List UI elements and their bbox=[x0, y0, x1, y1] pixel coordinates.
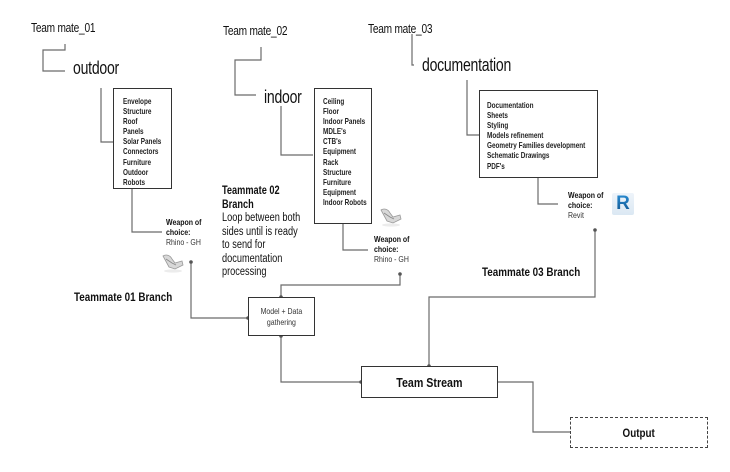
connector-doc-box03 bbox=[466, 80, 479, 136]
task-item: Geometry Families development bbox=[487, 141, 586, 151]
task-item: Solar Panels bbox=[123, 137, 162, 147]
teammate-02-task-list: Ceiling Floor Indoor Panels MDLE's CTB's… bbox=[323, 97, 367, 208]
teammate-01-task-list: Envelope Structure Roof Panels Solar Pan… bbox=[123, 97, 161, 188]
teammate-03-branch-label: Teammate 03 Branch bbox=[482, 265, 581, 279]
weapon-label: choice: bbox=[374, 244, 399, 254]
teammate-02-branch-note: Teammate 02 Branch Loop between both sid… bbox=[222, 185, 300, 280]
teammate-02-title: Team mate_02 bbox=[223, 23, 288, 38]
teammate-03-title: Team mate_03 bbox=[368, 21, 433, 36]
branch-desc-line: documentation bbox=[222, 252, 283, 265]
task-item: CTB's bbox=[323, 137, 342, 147]
connector-outdoor-box01 bbox=[100, 88, 113, 143]
connector-dot bbox=[593, 228, 597, 232]
connector-branch03-stream bbox=[428, 230, 596, 366]
branch-desc-line: sides until is ready bbox=[222, 225, 298, 238]
task-item: Styling bbox=[487, 121, 509, 131]
team-stream-label: Team Stream bbox=[396, 374, 463, 390]
revit-icon-glyph: R bbox=[616, 193, 630, 214]
output-node: Output bbox=[570, 417, 708, 448]
task-item: Connectors bbox=[123, 147, 159, 157]
weapon-label: Weapon of bbox=[166, 217, 202, 227]
category-indoor: indoor bbox=[264, 87, 302, 107]
task-item: Panels bbox=[123, 127, 144, 137]
teammate-01-task-box: Envelope Structure Roof Panels Solar Pan… bbox=[113, 88, 172, 189]
task-item: Structure bbox=[123, 107, 152, 117]
weapon-tool: Rhino - GH bbox=[166, 237, 201, 247]
task-item: Robots bbox=[123, 177, 145, 187]
task-item: Furniture bbox=[123, 157, 152, 167]
model-data-gathering-node: Model + Data gathering bbox=[248, 297, 315, 336]
teammate-03-weapon: Weapon of choice: Revit bbox=[568, 190, 604, 220]
connector-branch02-model bbox=[280, 274, 401, 297]
task-item: Models refinement bbox=[487, 131, 544, 141]
branch-desc-line: processing bbox=[222, 266, 267, 278]
weapon-tool: Rhino - GH bbox=[374, 254, 409, 264]
task-item: Equipment bbox=[323, 187, 357, 197]
category-documentation: documentation bbox=[422, 55, 512, 75]
connector-dot bbox=[398, 272, 402, 276]
weapon-label: choice: bbox=[568, 200, 593, 210]
weapon-label: choice: bbox=[166, 227, 191, 237]
category-outdoor: outdoor bbox=[73, 58, 119, 78]
task-item: Indoor Panels bbox=[323, 117, 366, 127]
branch-title: Branch bbox=[222, 198, 254, 211]
task-item: Documentation bbox=[487, 101, 534, 110]
task-item: Schematic Drawings bbox=[487, 151, 550, 161]
rhino-icon bbox=[378, 205, 404, 227]
connector-tm03-doc bbox=[411, 34, 414, 66]
connector-tm01-outdoor bbox=[42, 44, 66, 72]
task-item: Rack bbox=[323, 157, 339, 167]
weapon-label: Weapon of bbox=[374, 234, 410, 244]
teammate-01-branch-label: Teammate 01 Branch bbox=[74, 290, 173, 304]
connector-model-stream bbox=[280, 336, 361, 383]
task-item: Sheets bbox=[487, 111, 508, 121]
task-item: Floor bbox=[323, 107, 339, 117]
teammate-03-task-list: Documentation Sheets Styling Models refi… bbox=[487, 101, 585, 172]
model-data-gathering-label: Model + Data gathering bbox=[261, 306, 303, 328]
teammate-03-task-box: Documentation Sheets Styling Models refi… bbox=[479, 90, 598, 178]
branch-desc-line: to send for bbox=[222, 239, 266, 251]
node-label-line: gathering bbox=[266, 316, 297, 327]
teammate-02-task-box: Ceiling Floor Indoor Panels MDLE's CTB's… bbox=[314, 88, 372, 224]
task-item: Ceiling bbox=[323, 97, 345, 106]
rhino-icon bbox=[160, 251, 186, 273]
task-item: PDF's bbox=[487, 161, 505, 171]
task-item: Furniture bbox=[323, 177, 352, 187]
branch-desc-line: Loop between both bbox=[222, 212, 301, 224]
connector-tm02-indoor bbox=[234, 47, 262, 96]
weapon-label: Weapon of bbox=[568, 190, 604, 200]
output-label: Output bbox=[622, 425, 656, 440]
connector-stream-output bbox=[498, 381, 570, 433]
task-item: Indoor Robots bbox=[323, 197, 367, 207]
connector-box03-weapon03 bbox=[537, 177, 558, 205]
connector-box01-weapon01 bbox=[131, 188, 162, 233]
connector-box02-weapon02 bbox=[342, 223, 368, 251]
teammate-02-weapon: Weapon of choice: Rhino - GH bbox=[374, 234, 410, 264]
teammate-01-weapon: Weapon of choice: Rhino - GH bbox=[166, 217, 202, 247]
revit-icon: R bbox=[612, 193, 634, 215]
task-item: Roof bbox=[123, 117, 138, 127]
connector-indoor-box02 bbox=[280, 106, 313, 156]
task-item: MDLE's bbox=[323, 127, 347, 137]
connector-dot bbox=[189, 260, 193, 264]
node-label-line: Model + Data bbox=[260, 305, 303, 316]
connector-branch01-model bbox=[190, 262, 248, 319]
team-stream-node: Team Stream bbox=[361, 366, 498, 398]
task-item: Structure bbox=[323, 167, 352, 177]
task-item: Outdoor bbox=[123, 167, 149, 177]
weapon-tool: Revit bbox=[568, 210, 584, 220]
teammate-01-title: Team mate_01 bbox=[31, 20, 96, 35]
task-item: Equipment bbox=[323, 147, 357, 157]
task-item: Envelope bbox=[123, 97, 152, 106]
branch-title: Teammate 02 bbox=[222, 185, 280, 197]
